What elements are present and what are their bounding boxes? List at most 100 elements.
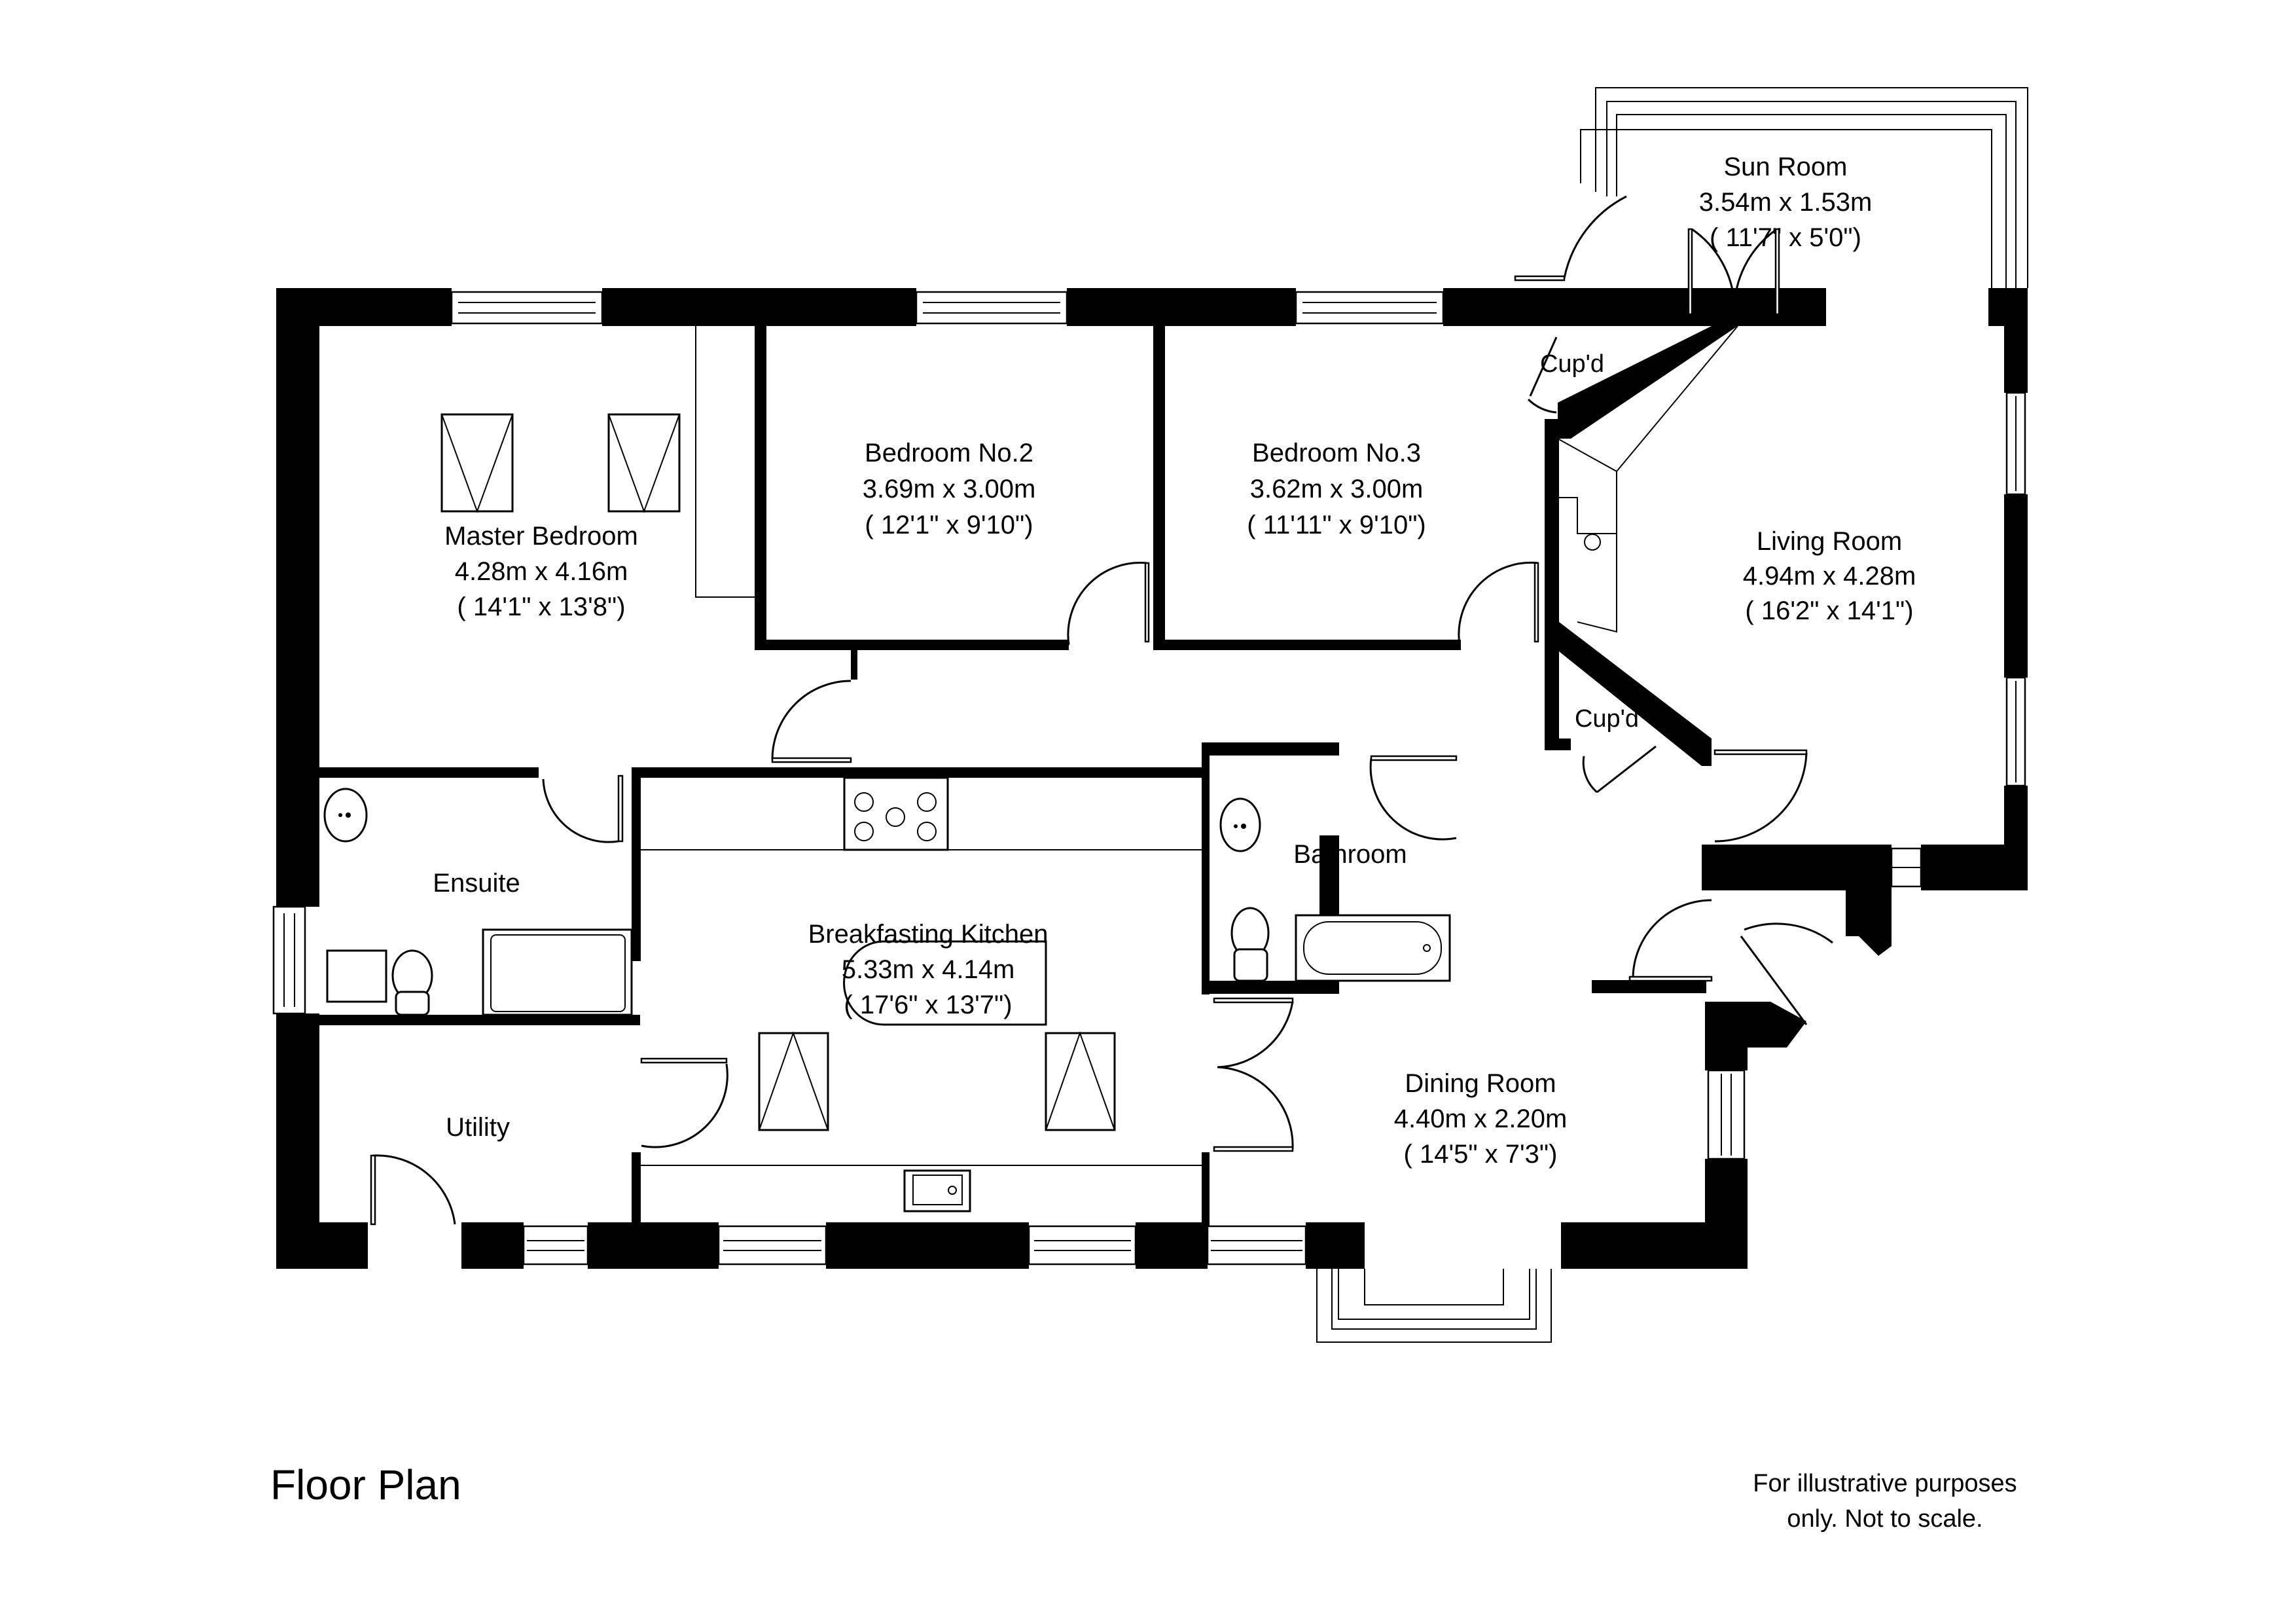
room-name: Bedroom No.3 — [1252, 439, 1421, 467]
basin-icon — [323, 788, 368, 843]
stove-icon — [1584, 534, 1601, 551]
room-imperial: ( 11'7" x 5'0") — [1710, 223, 1861, 252]
door-bedroom-2[interactable] — [1067, 562, 1147, 646]
wall-bed2-left — [755, 326, 766, 650]
room-metric: 4.40m x 2.20m — [1394, 1104, 1568, 1133]
room-name: Sun Room — [1724, 153, 1848, 181]
door-dining-hall[interactable] — [1632, 899, 1712, 979]
window-bedroom-3 — [1295, 291, 1444, 325]
room-metric: 4.28m x 4.16m — [455, 557, 628, 586]
room-master-bedroom[interactable]: Master Bedroom 4.28m x 4.16m ( 14'1" x 1… — [444, 522, 638, 621]
toilet-icon — [1230, 907, 1270, 982]
room-name: Cup'd — [1540, 350, 1604, 378]
room-bedroom-2[interactable]: Bedroom No.2 3.69m x 3.00m ( 12'1" x 9'1… — [863, 439, 1036, 539]
room-sun-room[interactable]: Sun Room 3.54m x 1.53m ( 11'7" x 5'0") — [1699, 153, 1873, 252]
hob-icon — [641, 776, 1202, 851]
window-kitchen-1 — [717, 1225, 827, 1266]
wall-bath-top — [1202, 742, 1339, 756]
wall-cupd-bottom-right — [1683, 739, 1712, 750]
wall-living-bottom-right — [1921, 845, 2028, 890]
fixtures — [323, 325, 1738, 1213]
wall-bed2-right — [1153, 326, 1165, 650]
breakfast-bar — [843, 940, 1047, 1026]
wall-dining-porch-corner — [1705, 1002, 1806, 1048]
door-living-room[interactable] — [1714, 752, 1808, 843]
room-metric: 3.69m x 3.00m — [863, 475, 1036, 503]
wall-left-upper — [276, 288, 319, 907]
wall-bed3-bottom — [1153, 640, 1461, 650]
wall-bath-bottom — [1202, 981, 1339, 994]
window-living-2 — [2005, 676, 2026, 787]
window-bedroom-2 — [915, 291, 1068, 325]
door-utility-kitchen[interactable] — [641, 1063, 728, 1148]
door-master-bedroom[interactable] — [771, 680, 852, 760]
room-cupboard-top[interactable]: Cup'd — [1540, 350, 1604, 378]
wall-hall-stub — [851, 650, 857, 680]
room-cupboard-mid[interactable]: Cup'd — [1575, 705, 1639, 733]
window-living-bottom — [1890, 847, 1922, 888]
door-sun-room-double-right[interactable] — [1733, 228, 1778, 315]
wall-kitchen-left-lower — [632, 1152, 641, 1234]
walls — [276, 288, 2028, 1269]
door-sun-room-left[interactable] — [1563, 195, 1627, 279]
shower-tray-icon — [482, 928, 633, 1016]
room-name: Utility — [446, 1113, 510, 1142]
door-cupd-top[interactable] — [1527, 398, 1557, 414]
room-name: Ensuite — [433, 869, 520, 898]
door-bedroom-3[interactable] — [1458, 561, 1539, 646]
wall-living-bottom-corner — [1846, 845, 1892, 956]
wall-ensuite-bottom — [319, 1015, 640, 1025]
wall-right-2 — [2004, 494, 2028, 678]
chimney-breast — [1557, 438, 1617, 534]
wall-dining-right-lower — [1705, 1159, 1748, 1269]
disclaimer-line-2: only. Not to scale. — [1787, 1505, 1982, 1533]
sun-room-glazing — [1580, 87, 2028, 288]
room-dining-room[interactable]: Dining Room 4.40m x 2.20m ( 14'5" x 7'3"… — [1394, 1069, 1568, 1169]
room-name: Bedroom No.2 — [865, 439, 1033, 467]
wall-top-mid1 — [602, 288, 916, 326]
wall-right-1 — [2004, 288, 2028, 393]
bedside-unit-icon — [440, 413, 514, 513]
wall-bottom-5 — [1306, 1222, 1365, 1269]
door-front-porch[interactable] — [1744, 922, 1833, 944]
wall-cupd-top-diag — [1558, 326, 1738, 439]
disclaimer-line-1: For illustrative purposes — [1753, 1470, 2017, 1497]
room-bedroom-3[interactable]: Bedroom No.3 3.62m x 3.00m ( 11'11" x 9'… — [1247, 439, 1426, 539]
wall-kitchen-top — [632, 767, 1208, 778]
wardrobe-outline — [695, 326, 755, 598]
wall-bath-left — [1202, 742, 1210, 994]
basin-icon — [1219, 797, 1261, 852]
room-labels: Sun Room 3.54m x 1.53m ( 11'7" x 5'0") M… — [433, 153, 1916, 1169]
room-metric: 4.94m x 4.28m — [1743, 562, 1916, 591]
room-imperial: ( 11'11" x 9'10") — [1247, 511, 1426, 539]
door-cupd-mid[interactable] — [1582, 756, 1598, 793]
door-bathroom[interactable] — [1369, 757, 1457, 841]
room-utility[interactable]: Utility — [446, 1113, 510, 1142]
room-living-room[interactable]: Living Room 4.94m x 4.28m ( 16'2" x 14'1… — [1743, 527, 1916, 625]
room-bathroom[interactable]: Bathroom — [1293, 840, 1407, 869]
bedside-unit-icon — [607, 413, 681, 513]
utility-appliance — [326, 949, 387, 1003]
room-name: Living Room — [1757, 527, 1902, 556]
wall-bottom-3 — [826, 1222, 1029, 1269]
window-dining-right — [1707, 1069, 1746, 1160]
toilet-icon — [391, 949, 433, 1016]
wall-top-mid3 — [1443, 288, 1826, 326]
door-utility-external[interactable] — [372, 1154, 456, 1225]
window-kitchen-2 — [1028, 1225, 1137, 1266]
wall-cupd-lower-diag — [1559, 622, 1712, 766]
room-name: Master Bedroom — [444, 522, 638, 551]
wall-bed2-bottom — [755, 640, 1069, 650]
room-imperial: ( 14'5" x 7'3") — [1404, 1140, 1558, 1169]
room-ensuite[interactable]: Ensuite — [433, 869, 520, 898]
door-kitchen-dining-top[interactable] — [1217, 1001, 1294, 1068]
room-kitchen[interactable]: Breakfasting Kitchen 5.33m x 4.14m ( 17'… — [808, 920, 1049, 1019]
door-kitchen-dining-bottom[interactable] — [1217, 1066, 1294, 1150]
door-ensuite[interactable] — [542, 778, 619, 843]
bay-window-dining — [1316, 1269, 1552, 1343]
window-master-bedroom — [450, 291, 603, 325]
wall-cupd-vertical — [1545, 419, 1559, 750]
room-name: Cup'd — [1575, 705, 1639, 733]
room-name: Dining Room — [1405, 1069, 1556, 1098]
